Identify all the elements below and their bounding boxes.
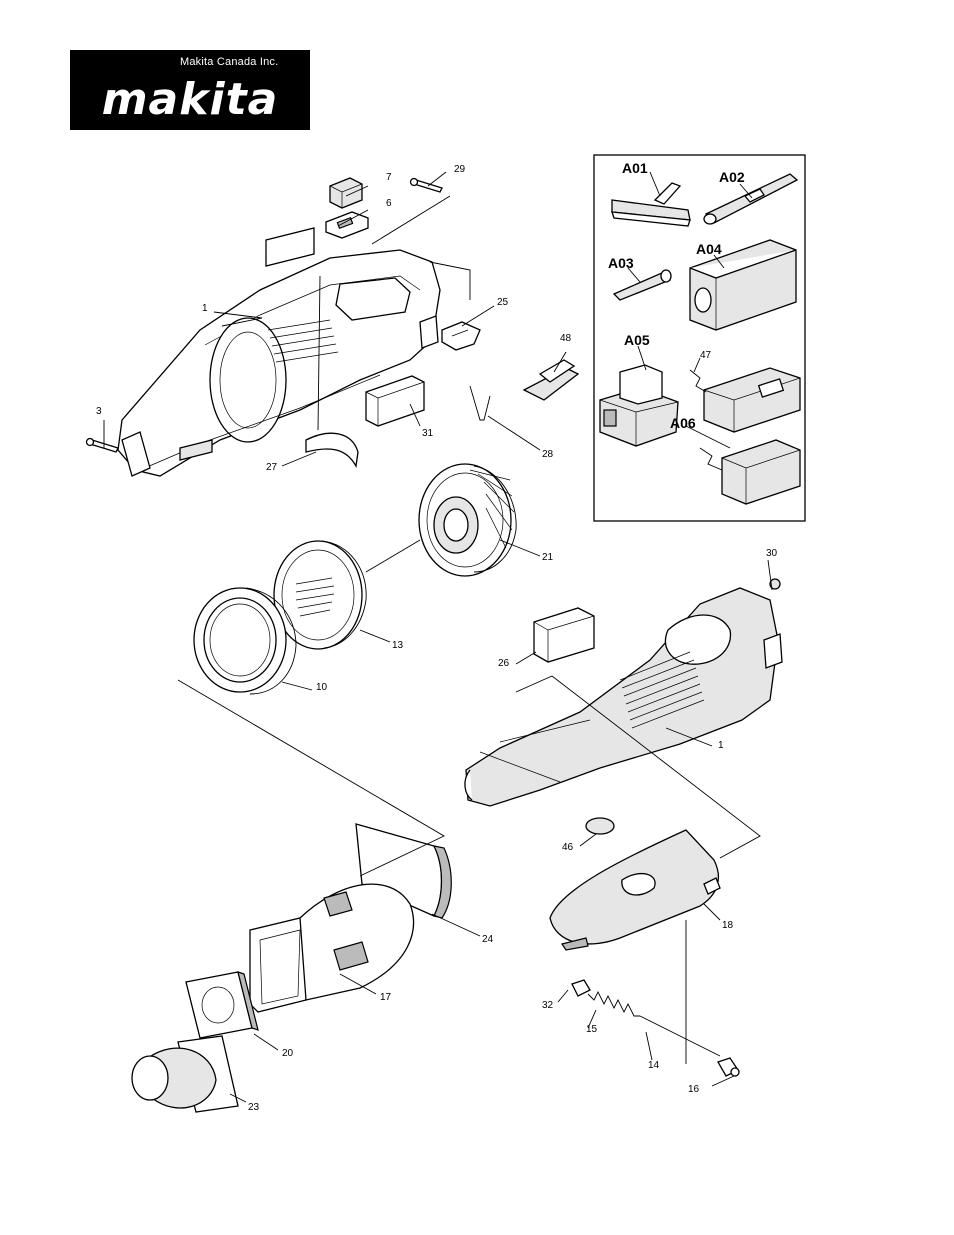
part-6-switch <box>325 211 369 239</box>
accessory-a02-extension <box>703 173 799 225</box>
part-21-motor-fan <box>418 463 517 577</box>
accessory-a04-filter <box>689 239 797 331</box>
callout-30: 30 <box>766 548 778 559</box>
part-13-filter-cover <box>273 540 367 650</box>
part-23-nozzle <box>131 1035 239 1113</box>
callout-1-bottom: 1 <box>718 740 724 751</box>
callout-23: 23 <box>248 1102 260 1113</box>
label-a06: A06 <box>670 415 696 431</box>
callout-6: 6 <box>386 198 392 209</box>
callout-32: 32 <box>542 1000 554 1011</box>
part-7-switch-button <box>329 177 363 209</box>
accessory-a01-nozzle <box>611 182 691 227</box>
part-20-frame <box>185 971 259 1039</box>
callout-3: 3 <box>96 406 102 417</box>
callout-26: 26 <box>498 658 510 669</box>
callout-7: 7 <box>386 172 392 183</box>
callout-20: 20 <box>282 1048 294 1059</box>
callout-13: 13 <box>392 640 404 651</box>
part-1-housing-left <box>117 249 441 477</box>
part-28-spring-clip <box>469 385 491 421</box>
callout-24: 24 <box>482 934 494 945</box>
callout-17: 17 <box>380 992 392 1003</box>
part-16-pin <box>717 1057 740 1077</box>
part-15-spring <box>587 990 640 1017</box>
callout-10: 10 <box>316 682 328 693</box>
label-a01: A01 <box>622 160 648 176</box>
accessory-a03-crevice <box>612 269 672 301</box>
label-a04: A04 <box>696 241 722 257</box>
part-27-baffle <box>305 432 359 469</box>
leader-lines <box>103 171 773 1103</box>
part-32-pin <box>571 979 591 997</box>
brand-wordmark: makita <box>101 74 279 125</box>
part-29-screw <box>409 177 443 193</box>
part-31-foam-pad <box>365 375 425 427</box>
callout-27: 27 <box>266 462 278 473</box>
makita-logo: Makita Canada Inc. makita <box>70 50 310 130</box>
label-47: 47 <box>700 350 712 361</box>
label-a03: A03 <box>608 255 634 271</box>
callout-48: 48 <box>560 333 572 344</box>
callout-15: 15 <box>586 1024 598 1035</box>
part-25-latch <box>441 321 481 351</box>
part-14-rod <box>639 1015 721 1057</box>
part-48-release-button <box>522 359 580 401</box>
part-46-disc <box>585 817 615 835</box>
part-1-housing-right <box>464 587 783 807</box>
label-a05: A05 <box>624 332 650 348</box>
callout-29: 29 <box>454 164 466 175</box>
callout-25: 25 <box>497 297 509 308</box>
label-a02: A02 <box>719 169 745 185</box>
part-26-sponge <box>533 607 595 663</box>
callout-14: 14 <box>648 1060 660 1071</box>
part-18-dust-cup <box>549 829 721 951</box>
label-plate <box>265 227 315 267</box>
accessory-a06-charger <box>689 367 801 505</box>
company-subtitle: Makita Canada Inc. <box>180 56 279 68</box>
callout-21: 21 <box>542 552 554 563</box>
callout-31: 31 <box>422 428 434 439</box>
callout-1-top: 1 <box>202 303 208 314</box>
part-10-ring <box>193 587 297 695</box>
callout-16: 16 <box>688 1084 700 1095</box>
part-30-nut <box>769 578 781 590</box>
callout-28: 28 <box>542 449 554 460</box>
callout-46: 46 <box>562 842 574 853</box>
accessory-a05-battery <box>599 364 679 447</box>
part-3-screw <box>85 437 119 453</box>
callout-18: 18 <box>722 920 734 931</box>
part-17-filter-basket <box>249 883 415 1013</box>
